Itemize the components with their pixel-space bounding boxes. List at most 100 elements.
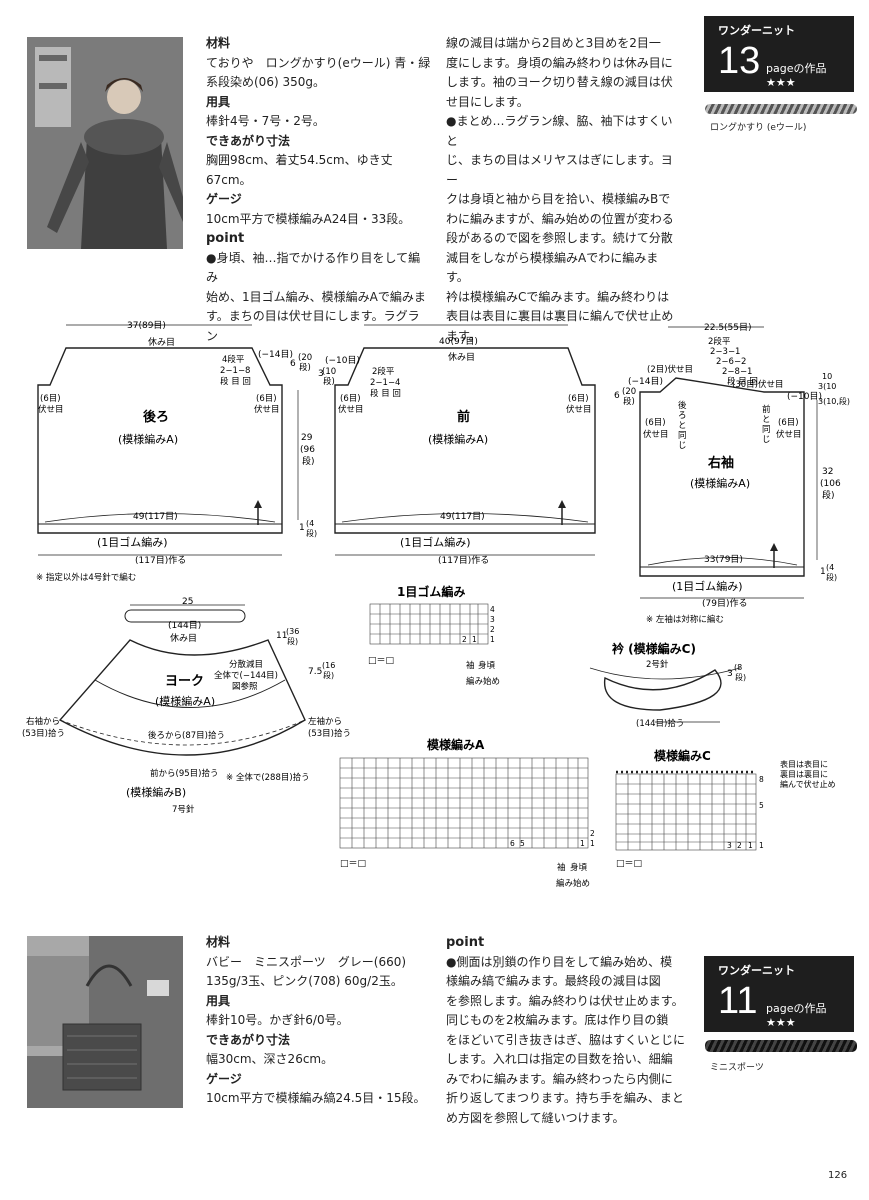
point-heading: point xyxy=(206,231,245,246)
bind-label: (6目) xyxy=(778,418,799,428)
dim-label: 10 xyxy=(822,372,832,381)
bind-label: 伏せ目 xyxy=(254,404,280,415)
point-line: クは身頃と袖から目を拾い、模様編みBで xyxy=(446,192,671,206)
col-number: 1 xyxy=(748,841,753,850)
piece-title: 右袖 xyxy=(707,455,734,471)
dim-label: 3 xyxy=(727,669,733,679)
size-text: 幅30cm、深さ26cm。 xyxy=(206,1052,334,1066)
chart-title: 模様編みC xyxy=(654,748,711,763)
col-number: 3 xyxy=(727,841,732,850)
gauge-text: 10cm平方で模様編みA24目・33段。 xyxy=(206,211,411,226)
start-label: 袖 xyxy=(557,862,566,873)
point-line: せ目にします。 xyxy=(446,94,529,109)
minus-label: (−14目) xyxy=(258,349,293,360)
row-number: 1 xyxy=(590,839,595,848)
tag-page-label: pageの作品 ★★★ xyxy=(766,62,827,89)
legend: □＝□ xyxy=(340,859,366,869)
col-number: 2 xyxy=(462,635,467,644)
dim-label: 段) xyxy=(287,636,298,646)
bind-label: 伏せ目 xyxy=(776,429,802,440)
rib-chart-grid xyxy=(369,603,489,645)
pick-label: (144目)拾う xyxy=(636,718,684,729)
dim-label: 6 xyxy=(614,391,620,401)
dec-label: 4段平 xyxy=(222,354,245,365)
point-line: 折り返してまつります。持ち手を編み、まと xyxy=(446,1091,684,1105)
needle-label: 7号針 xyxy=(172,804,195,815)
dim-label: 段) xyxy=(306,528,317,538)
bag-photo-illustration xyxy=(27,936,183,1108)
materials-line: 135g/3玉、ピンク(708) 60g/2玉。 xyxy=(206,974,403,988)
col-number: 2 xyxy=(737,841,742,850)
col-number: 1 xyxy=(580,839,585,848)
point-line: ●まとめ…ラグラン線、脇、袖下はすくいと xyxy=(446,114,673,148)
gauge-heading: ゲージ xyxy=(206,192,242,206)
dim-label: (20 xyxy=(622,387,636,397)
tag-number: 11 xyxy=(718,980,758,1022)
dim-label: (4 xyxy=(306,519,314,528)
start-label: 編み始め xyxy=(466,676,500,687)
size-heading: できあがり寸法 xyxy=(206,133,291,148)
rib-label: (1目ゴム編み) xyxy=(672,579,743,593)
row-number: 1 xyxy=(490,635,495,644)
dim-label: 1 xyxy=(820,567,826,577)
note-label: 前 xyxy=(762,404,771,415)
row-number: 2 xyxy=(590,829,595,838)
point-line: 線の減目は端から2目めと3目めを2目一 xyxy=(446,36,661,50)
bag-photo xyxy=(27,936,183,1108)
sweater-photo xyxy=(27,37,183,249)
dim-label: 段) xyxy=(302,455,315,467)
chart-note: 裏目は裏目に xyxy=(780,769,828,779)
dim-label: 7.5 xyxy=(308,667,322,677)
materials-heading: 材料 xyxy=(206,36,231,50)
yoke-outline xyxy=(58,639,306,756)
materials-line: バビー ミニスポーツ グレー(660) xyxy=(206,954,407,969)
dec-label: 段 目 回 xyxy=(370,388,401,399)
point-heading: point xyxy=(446,935,485,950)
dim-label: (10 xyxy=(322,367,336,377)
materials-heading: 材料 xyxy=(206,935,231,949)
dim-label: (4 xyxy=(826,563,834,572)
dec-label: 2−1−8 xyxy=(220,366,250,376)
col-number: 6 xyxy=(510,839,515,848)
point-line: 段があるので図を参照します。続けて分散 xyxy=(446,231,673,245)
point-line: す。まちの目は伏せ目にします。ラグラン xyxy=(206,309,420,343)
pick-label: (53目)拾う xyxy=(308,728,351,739)
bind-label: (6目) xyxy=(340,394,361,404)
piece-pattern: (模様編みB) xyxy=(126,785,186,799)
front-outline xyxy=(334,347,596,534)
pick-label: 前から(95目)拾う xyxy=(150,768,218,779)
point-line: 表目は表目に裏目は裏目に編んで伏せ止め xyxy=(446,309,674,323)
point-line: ●身頃、袖…指でかける作り目をして編み xyxy=(206,250,421,285)
materials-line: ておりや ロングかすり(eウール) 青・緑 xyxy=(206,55,431,70)
chart-title: 衿 (模様編みC) xyxy=(612,641,696,656)
project-tag: ワンダーニット 11 pageの作品 ★★★ xyxy=(704,956,854,1032)
dim-label: 3 xyxy=(318,369,324,379)
point-line: 度にします。身頃の編み終わりは休み目に xyxy=(446,55,673,70)
rest-label: 休み目 xyxy=(448,351,475,363)
dim-label: 3(10,段) xyxy=(818,396,850,406)
dim-label: 32 xyxy=(822,467,833,477)
yarn-sample xyxy=(705,1040,857,1052)
cast-label: (79目)作る xyxy=(702,597,747,609)
dim-label: 段) xyxy=(323,670,334,680)
project-tag: ワンダーニット 13 pageの作品 ★★★ xyxy=(704,16,854,92)
point-line: 始め、1目ゴム編み、模様編みAで編みま xyxy=(206,289,426,304)
point-line: します。袖のヨーク切り替え線の減目は伏 xyxy=(446,75,673,89)
materials-line: 系段染め(06) 350g。 xyxy=(206,75,325,89)
point-line: 減目をしながら模様編みAでわに編みます。 xyxy=(446,250,659,285)
yarn-caption: ロングかすり (eウール) xyxy=(710,123,807,133)
point-line: 様編み縞で編みます。最終段の減目は図 xyxy=(446,974,661,988)
minus-label: (−10目) xyxy=(325,355,360,366)
pattern-a-grid xyxy=(339,757,589,849)
collar-outline xyxy=(603,669,722,711)
dec-label: 図参照 xyxy=(232,681,258,692)
piece-title: ヨーク xyxy=(165,674,204,689)
dec-label: 分散減目 xyxy=(229,659,263,670)
row-number: 1 xyxy=(759,841,764,850)
dec-label: 2段平 xyxy=(708,336,731,347)
bind-label: (6目) xyxy=(645,418,666,428)
point-line: します。入れ口は指定の目数を拾い、細編 xyxy=(446,1052,673,1066)
piece-title: 後ろ xyxy=(143,409,169,425)
dim-label: 段) xyxy=(822,489,835,501)
row-number: 3 xyxy=(490,615,495,624)
